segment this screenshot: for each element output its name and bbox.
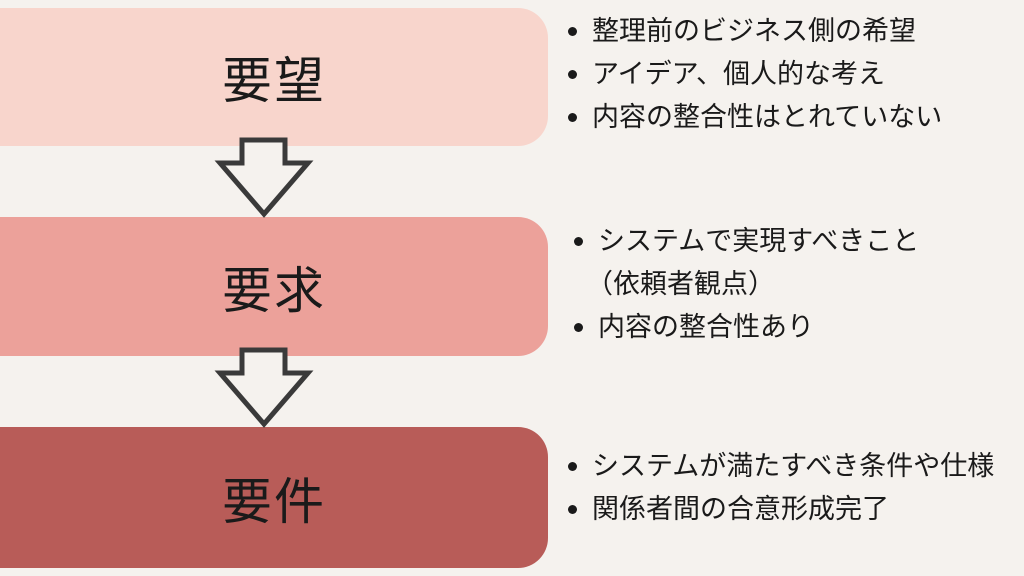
stage-title: 要求 — [222, 261, 326, 320]
youkyuu-bullets: システムで実現すべきこと （依頼者観点） 内容の整合性あり — [572, 220, 919, 349]
list-item: 内容の整合性はとれていない — [566, 96, 942, 139]
down-arrow-icon — [214, 137, 314, 218]
list-item: 関係者間の合意形成完了 — [566, 488, 994, 531]
list-item: システムが満たすべき条件や仕様 — [566, 445, 994, 488]
stage-box-youbou: 要望 — [0, 8, 548, 146]
stage-title: 要望 — [222, 52, 326, 110]
stage-box-youken: 要件 — [0, 427, 548, 568]
stage-title: 要件 — [222, 472, 326, 531]
list-item: アイデア、個人的な考え — [566, 53, 942, 96]
list-item: 整理前のビジネス側の希望 — [566, 10, 942, 53]
youbou-bullets: 整理前のビジネス側の希望 アイデア、個人的な考え 内容の整合性はとれていない — [566, 10, 942, 139]
youken-bullets: システムが満たすべき条件や仕様 関係者間の合意形成完了 — [566, 445, 994, 531]
stage-box-youkyuu: 要求 — [0, 217, 548, 356]
list-item-continuation: （依頼者観点） — [586, 269, 775, 300]
list-item: システムで実現すべきこと — [572, 220, 919, 263]
down-arrow-icon — [214, 347, 314, 428]
list-item: 内容の整合性あり — [572, 306, 919, 349]
